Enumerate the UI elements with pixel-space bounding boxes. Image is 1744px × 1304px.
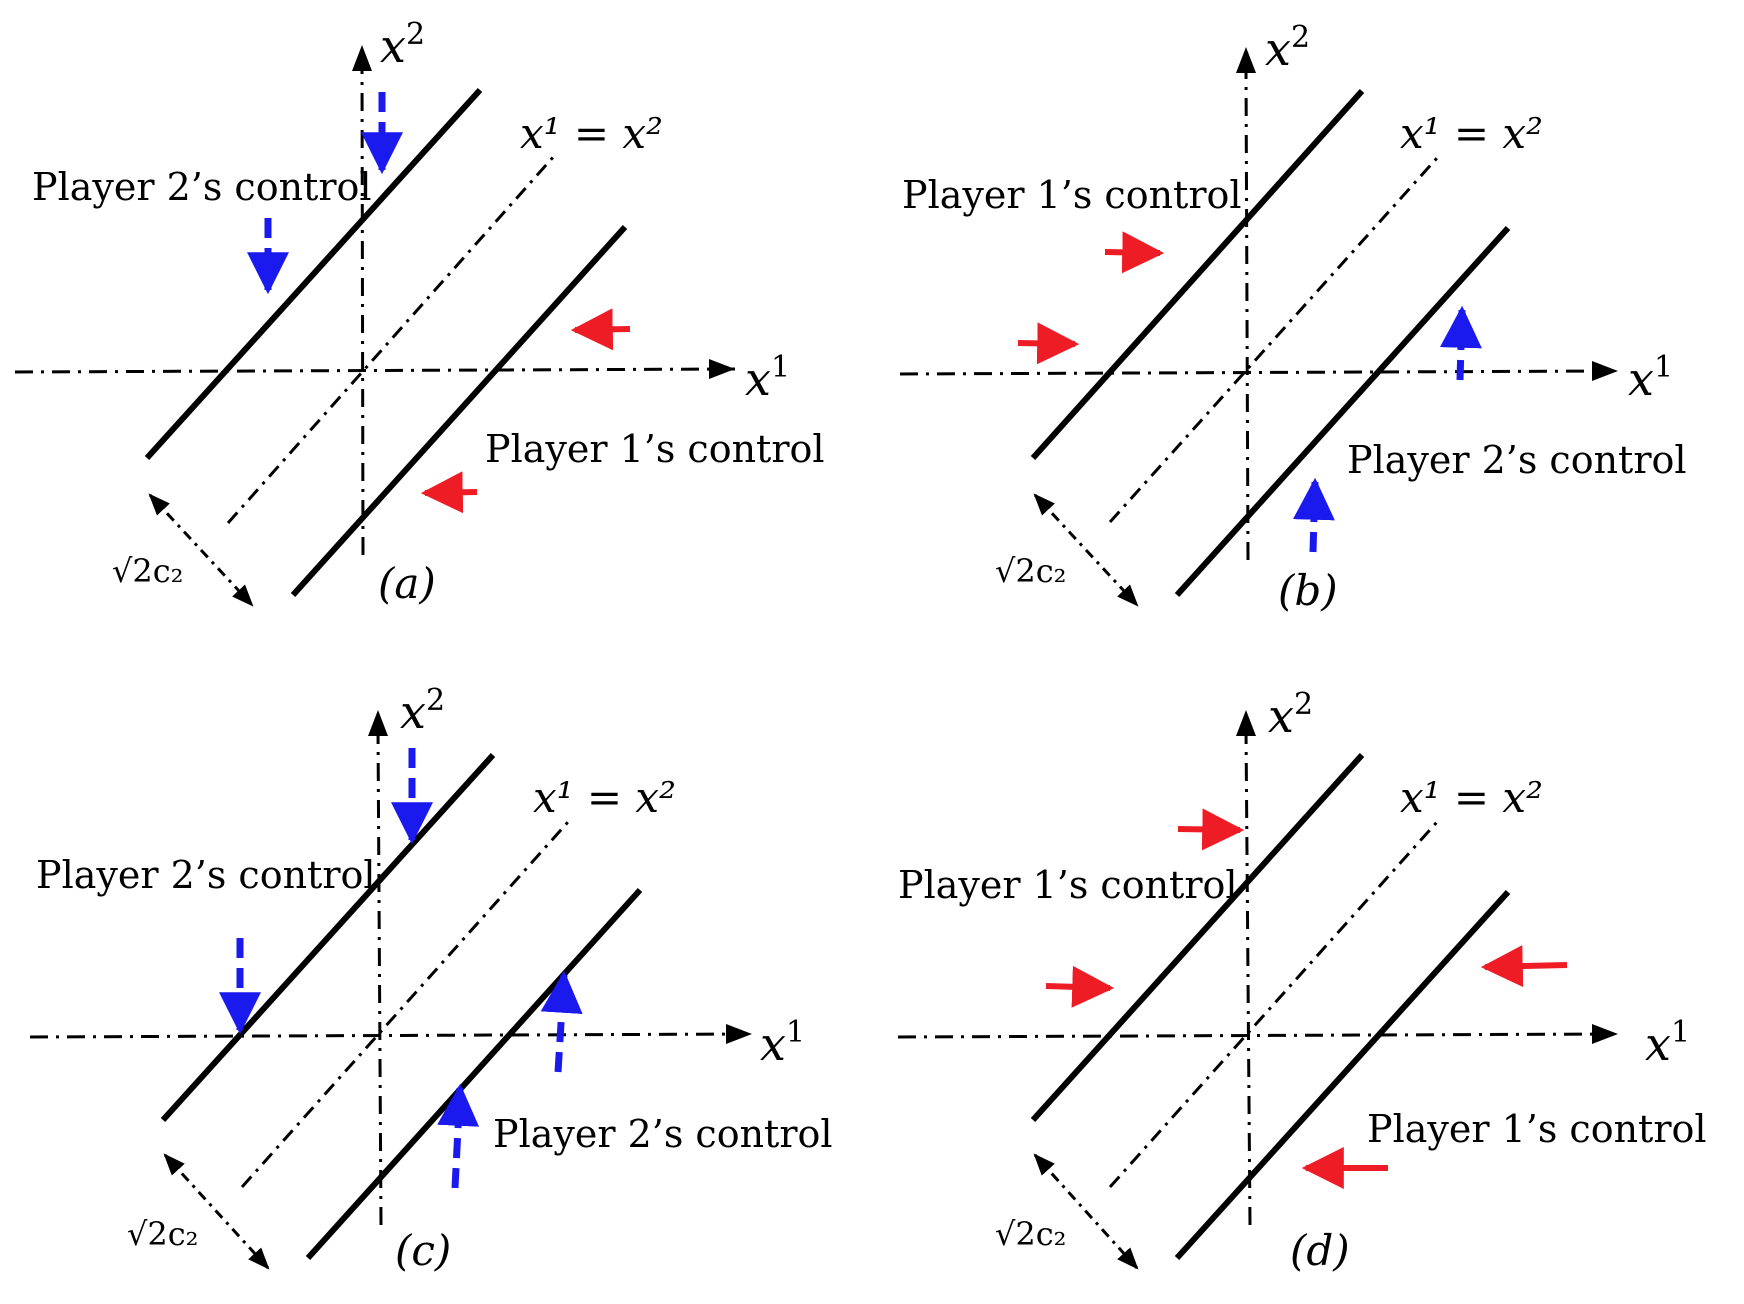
player1-control-arrow: [420, 471, 478, 514]
lower-boundary-line: [305, 887, 643, 1261]
player2-control-arrow: [1292, 477, 1335, 553]
x1-axis-arrowhead: [1592, 361, 1618, 381]
lower-boundary-line: [1174, 889, 1511, 1261]
x1-axis-label: x1: [1645, 1015, 1690, 1071]
diagonal-line: [226, 154, 557, 524]
x2-axis-arrowhead: [368, 710, 388, 736]
x2-axis-arrowhead: [352, 45, 372, 71]
player1-control-arrow: [1104, 231, 1165, 274]
upper-boundary-line: [160, 752, 496, 1123]
player1-control-arrow: [570, 308, 631, 351]
width-dimension-label: √2c₂: [127, 1215, 199, 1253]
x1-axis-label: x1: [745, 350, 790, 406]
x1-axis: [14, 367, 736, 374]
panel-a: x2 x1 x¹ = x² Player 2’s control Player …: [14, 17, 825, 608]
diagonal-line: [240, 821, 570, 1188]
panel-c: x2 x1 x¹ = x² Player 2’s control Player …: [29, 683, 833, 1275]
control-label-player2: Player 2’s control: [32, 165, 372, 209]
x2-axis-arrowhead: [1236, 710, 1256, 736]
lower-boundary-line: [290, 224, 628, 598]
x2-axis: [376, 729, 383, 1226]
diagonal-label: x¹ = x²: [1400, 773, 1543, 822]
control-label-player2: Player 2’s control: [36, 853, 376, 897]
width-dimension-arrow: [163, 1153, 270, 1270]
control-label-player1: Player 1’s control: [1367, 1107, 1707, 1151]
x2-axis-label: x2: [1268, 687, 1313, 743]
player2-control-arrow: [1439, 305, 1482, 381]
panel-caption: (d): [1290, 1226, 1350, 1275]
diagonal-label: x¹ = x²: [1400, 109, 1543, 158]
panel-caption: (a): [378, 559, 436, 608]
width-dimension-arrow: [148, 493, 254, 607]
x2-axis-label: x2: [400, 683, 445, 739]
player2-control-arrow: [540, 970, 583, 1073]
x2-axis: [360, 64, 365, 556]
panel-d: x2 x1 x¹ = x² Player 1’s control Player …: [897, 687, 1707, 1275]
control-label-player2: Player 2’s control: [493, 1112, 833, 1156]
x1-axis: [29, 1032, 746, 1039]
player1-control-arrow: [1045, 965, 1115, 1008]
control-label-player2: Player 2’s control: [1347, 438, 1687, 482]
upper-boundary-line: [1030, 88, 1365, 461]
x2-axis-label: x2: [1265, 20, 1310, 76]
diagonal-line: [1108, 820, 1439, 1189]
x1-axis-label: x1: [760, 1015, 805, 1071]
player1-control-arrow: [1177, 808, 1245, 851]
width-dimension-label: √2c₂: [112, 552, 184, 590]
width-dimension-label: √2c₂: [995, 552, 1067, 590]
x1-axis: [897, 1032, 1611, 1039]
x1-axis-arrowhead: [726, 1024, 752, 1044]
player2-control-arrow: [437, 1083, 480, 1189]
diagonal-line: [1108, 156, 1439, 524]
panel-caption: (c): [395, 1226, 451, 1275]
width-dimension-arrow: [1033, 1153, 1139, 1270]
control-label-player1: Player 1’s control: [485, 427, 825, 471]
diagonal-label: x¹ = x²: [520, 109, 663, 158]
panel-caption: (b): [1278, 566, 1338, 615]
diagonal-label: x¹ = x²: [533, 773, 676, 822]
x2-axis: [1244, 67, 1250, 561]
control-label-player1: Player 1’s control: [898, 863, 1238, 907]
player1-control-arrow: [1480, 945, 1568, 988]
panel-b: x2 x1 x¹ = x² Player 1’s control Player …: [899, 20, 1687, 615]
x1-axis-arrowhead: [709, 359, 735, 379]
control-label-player1: Player 1’s control: [902, 173, 1242, 217]
width-dimension-arrow: [1033, 493, 1139, 607]
lower-boundary-line: [1174, 225, 1511, 598]
player1-control-arrow: [1017, 322, 1080, 365]
x1-axis-arrowhead: [1592, 1024, 1618, 1044]
x1-axis-label: x1: [1628, 350, 1673, 406]
x2-axis-label: x2: [380, 17, 425, 73]
width-dimension-label: √2c₂: [995, 1215, 1067, 1253]
upper-boundary-line: [1030, 752, 1365, 1123]
upper-boundary-line: [144, 87, 483, 461]
x1-axis: [899, 369, 1611, 376]
x2-axis-arrowhead: [1236, 47, 1256, 73]
x2-axis: [1244, 729, 1252, 1226]
